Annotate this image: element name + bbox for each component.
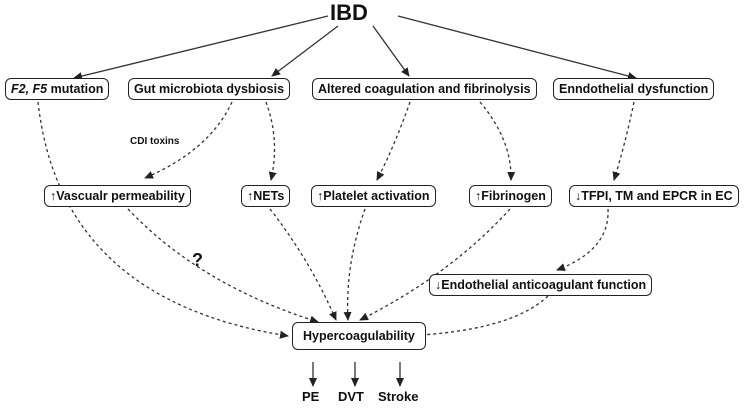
node-hypercoagulability: Hypercoagulability [292, 322, 426, 350]
arrow-gut-to-vasc [144, 101, 233, 179]
arrow-ibd-to-coag [372, 25, 410, 77]
arrow-f2f5-to-hyper [37, 101, 289, 339]
node-vascular-permeability: ↑Vascualr permeability [44, 185, 191, 207]
node-fibrinogen: ↑Fibrinogen [469, 185, 552, 207]
cdi-toxins-label: CDI toxins [130, 136, 180, 147]
question-mark: ? [192, 250, 203, 270]
node-endothelial-dysfunction: Enndothelial dysfunction [553, 78, 715, 100]
node-nets: ↑NETs [241, 185, 291, 207]
node-f2f5-mutation: F2, F5 mutation [5, 78, 110, 100]
arrow-ibd-to-f2f5 [73, 15, 329, 80]
node-endothelial-anticoagulant: ↓Endothelial anticoagulant function [429, 274, 653, 296]
arrow-vasc-to-hyper [127, 208, 319, 324]
arrow-ibd-to-gut [271, 25, 339, 77]
node-platelet-activation: ↑Platelet activation [311, 185, 436, 207]
f2f5-genes: F2, F5 [11, 82, 48, 96]
arrow-ibd-to-endo [397, 15, 637, 80]
arrow-tfpi-to-anticoag [556, 208, 609, 271]
arrow-coag-to-fibrinogen [479, 101, 516, 181]
arrow-nets-to-hyper [269, 208, 337, 321]
node-tfpi-tm-epcr: ↓TFPI, TM and EPCR in EC [569, 185, 739, 207]
arrow-gut-to-nets [265, 101, 277, 181]
arrow-anticoag-to-hyper [401, 295, 549, 340]
arrow-fibrinogen-to-hyper [359, 208, 511, 321]
outcome-dvt: DVT [338, 389, 364, 404]
outcome-pe: PE [302, 389, 320, 404]
arrow-platelet-to-hyper [343, 208, 366, 321]
arrow-coag-to-platelet [376, 101, 411, 181]
outcome-stroke: Stroke [378, 389, 419, 404]
f2f5-suffix: mutation [47, 82, 104, 96]
node-altered-coagulation: Altered coagulation and fibrinolysis [312, 78, 537, 100]
node-gut-microbiota: Gut microbiota dysbiosis [128, 78, 291, 100]
arrow-endo-to-tfpi [612, 101, 635, 181]
root-label: IBD [330, 0, 368, 25]
